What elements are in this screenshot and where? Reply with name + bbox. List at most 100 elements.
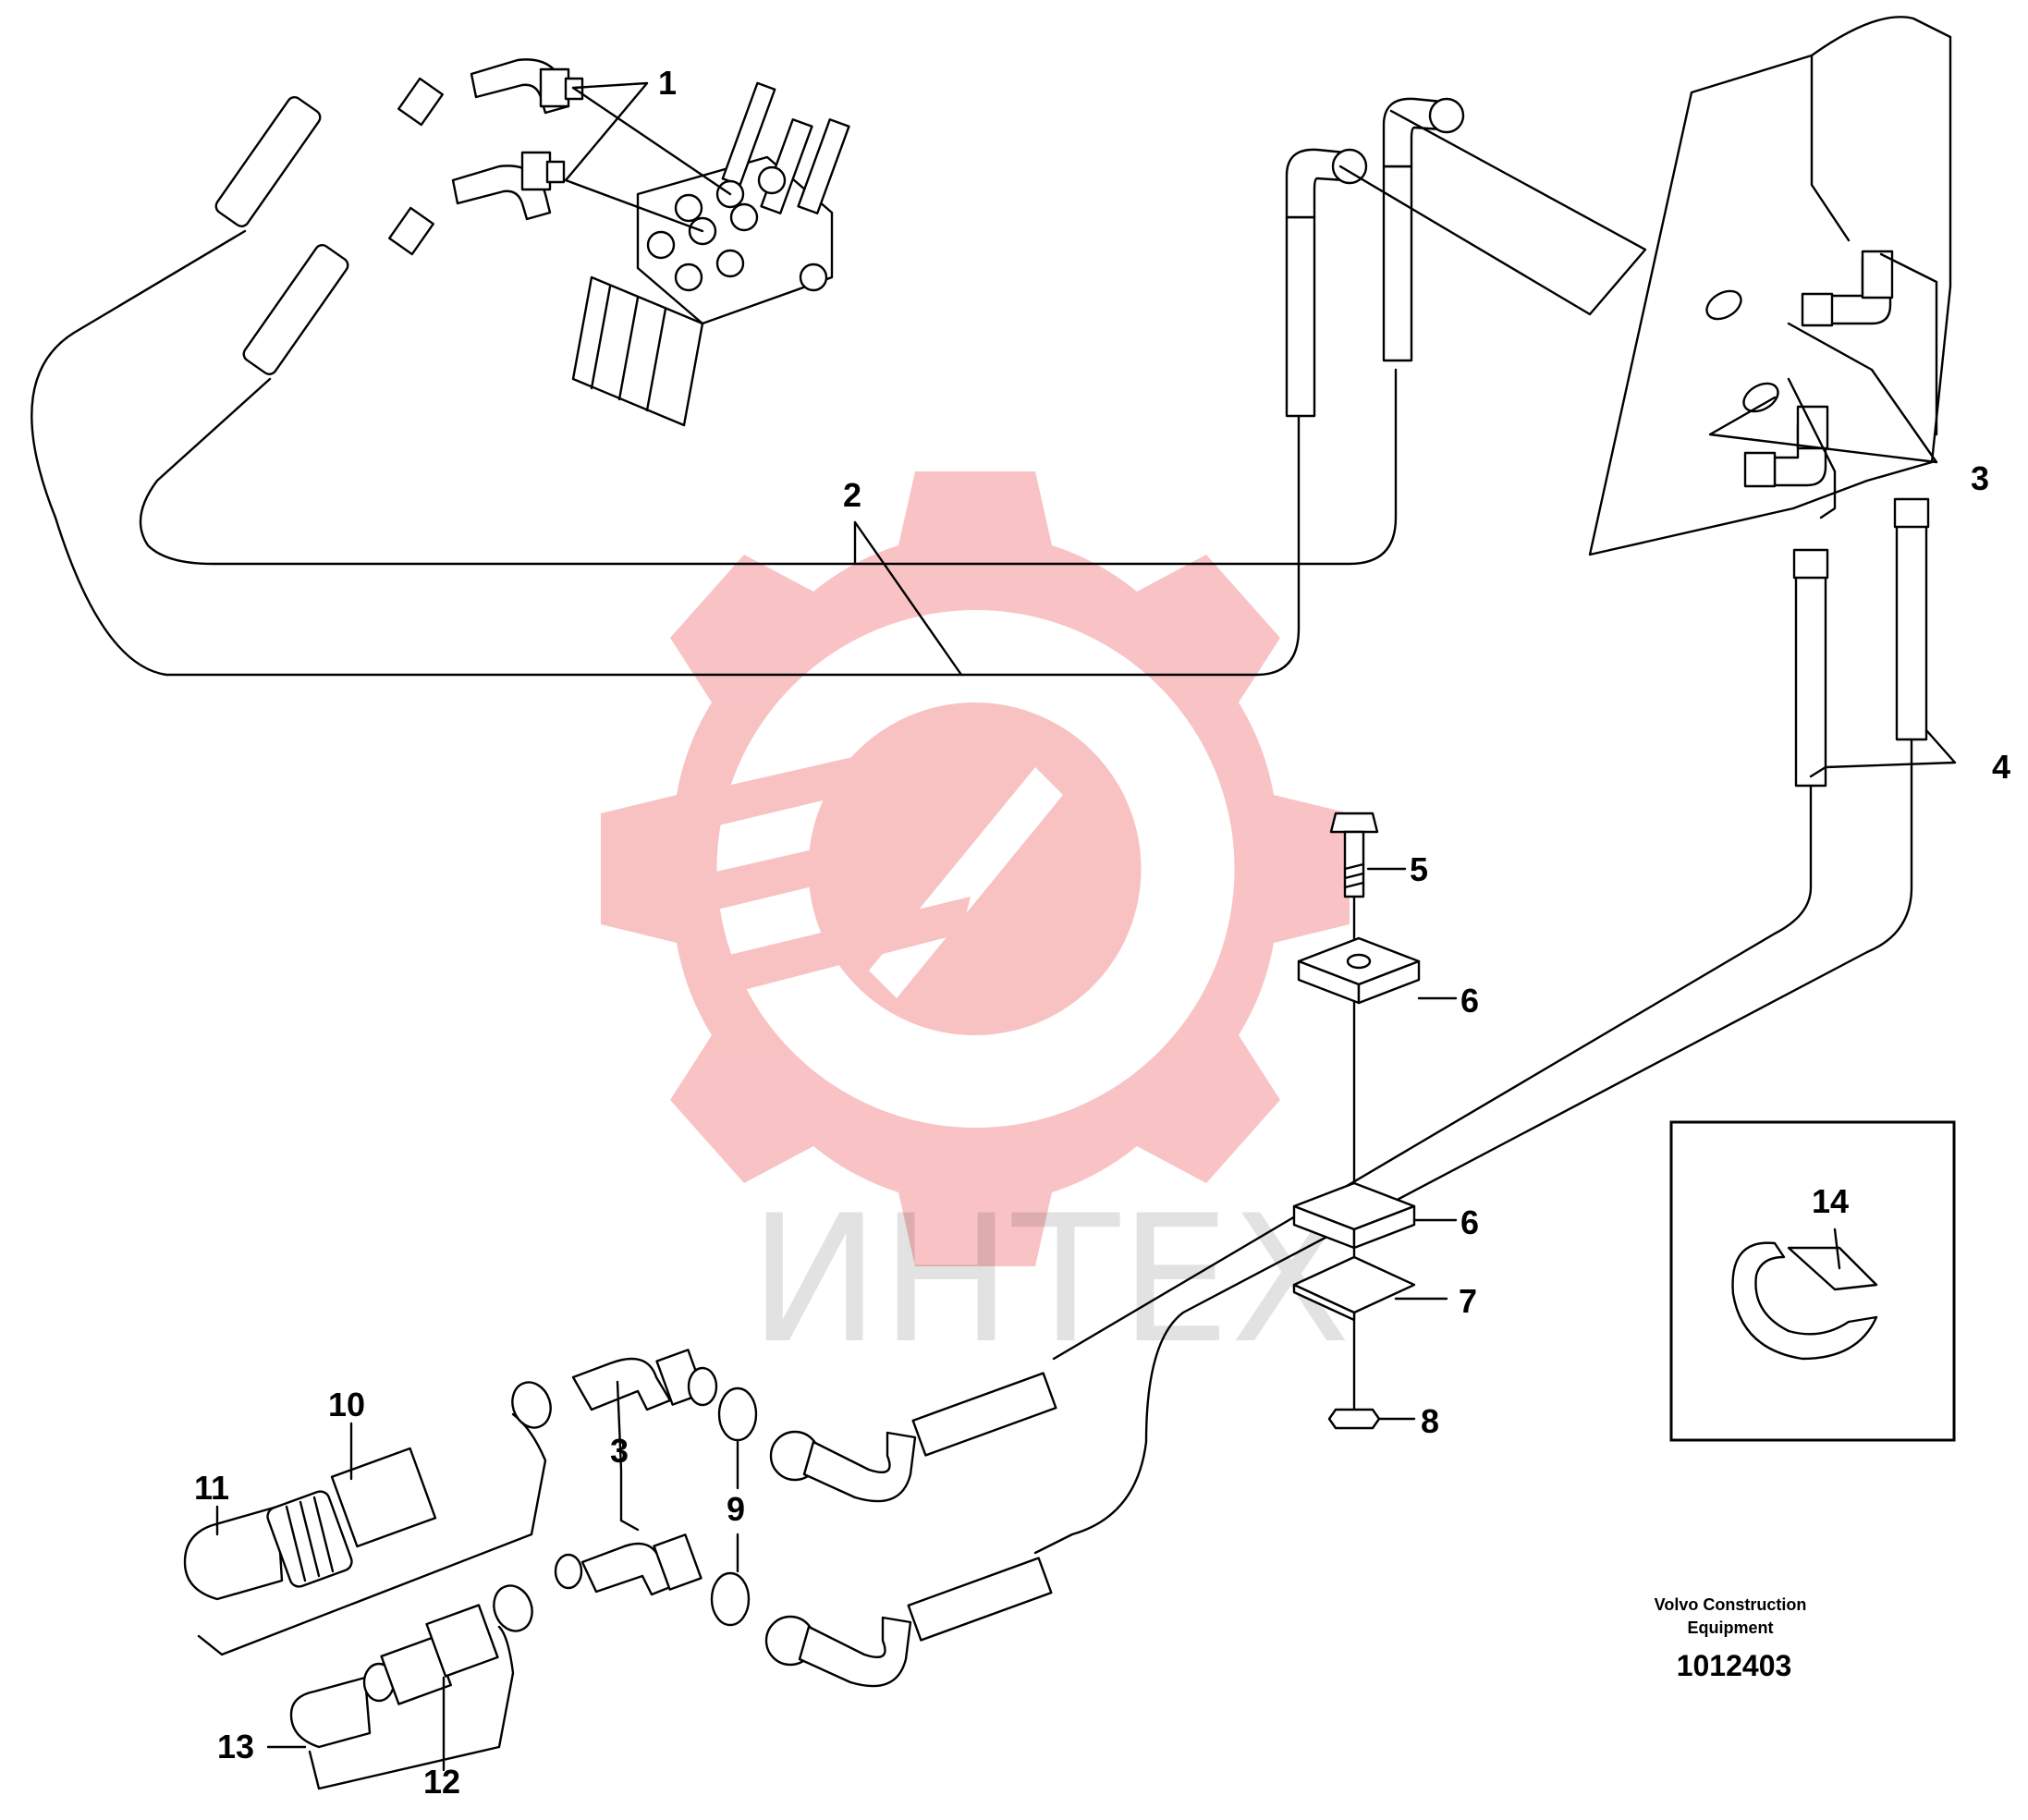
- bolt-thread: [1343, 872, 1365, 880]
- detail-box-clip: [1669, 1120, 1956, 1442]
- o-ring-seal: [511, 1381, 552, 1429]
- callout-11: 11: [194, 1469, 229, 1507]
- callout-5: 5: [1410, 850, 1428, 888]
- coupler-body: [330, 1447, 437, 1548]
- callout-8: 8: [1421, 1402, 1439, 1440]
- watermark-wrench: [869, 767, 1063, 998]
- spool-line: [617, 296, 640, 401]
- bolt-thread: [1343, 881, 1365, 889]
- elbow-adapter-body: [571, 1357, 672, 1411]
- coupler-knurl: [299, 1500, 321, 1578]
- hose-nut: [1331, 148, 1368, 185]
- speed-line: [605, 730, 971, 850]
- hose-nut: [1893, 497, 1930, 529]
- elbow-adapter-nut: [653, 1533, 702, 1591]
- leader-3-bottom: [616, 1380, 640, 1532]
- clamp-half-side-face: [1352, 1204, 1416, 1250]
- callout-6-upper: 6: [1460, 982, 1479, 1020]
- control-valve: [571, 81, 850, 427]
- hose-ferrule: [242, 244, 349, 375]
- elbow-fitting: [470, 58, 584, 115]
- watermark-gear-outline: [601, 471, 1350, 1266]
- clamp-assembly: [1292, 812, 1421, 1430]
- leader-3-frame: [1787, 252, 1938, 519]
- frame-hole: [1705, 289, 1742, 321]
- callout-13: 13: [217, 1728, 254, 1765]
- hose-ferrule: [1285, 215, 1316, 418]
- valve-lever: [797, 118, 850, 214]
- spool-line: [590, 285, 612, 390]
- publisher-caption: Volvo Construction Equipment 1012403: [1655, 1595, 1807, 1682]
- hose-swivel-end: [764, 1557, 1053, 1688]
- coupler-hex: [425, 1604, 499, 1678]
- elbow-adapter-nipple: [554, 1553, 583, 1590]
- callout-3-bottom: 3: [610, 1432, 629, 1470]
- sealing-washer: [710, 1571, 751, 1627]
- hose-ferrule: [1382, 165, 1413, 362]
- valve-port: [674, 263, 703, 292]
- hose-nut: [1792, 548, 1829, 580]
- hose-end: [1792, 548, 1829, 788]
- hose-line: [1033, 738, 1913, 1555]
- hose-ferrule: [911, 1372, 1057, 1457]
- valve-port: [729, 202, 759, 232]
- hex-nut-body: [1327, 1408, 1381, 1430]
- hose-end: [1382, 97, 1465, 362]
- hex-nut: [1327, 1408, 1381, 1430]
- callout-6-lower: 6: [1460, 1203, 1479, 1241]
- callout-1: 1: [658, 64, 677, 102]
- document-number: 1012403: [1677, 1649, 1792, 1682]
- hose-line: [139, 368, 1398, 566]
- callout-9: 9: [727, 1490, 745, 1528]
- elbow-fitting-nipple: [545, 160, 566, 184]
- callout-10: 10: [328, 1386, 365, 1423]
- bolt-thread: [1343, 862, 1365, 871]
- callouts: 1 2 3 4 5 6 6 7 8 9 3 10 11 12 13 14: [194, 64, 2010, 1801]
- callout-7: 7: [1459, 1282, 1477, 1320]
- valve-port: [674, 193, 703, 223]
- watermark-gear: [601, 471, 1350, 1266]
- elbow-adapter-port: [687, 1366, 718, 1407]
- bulkhead-elbow-fitting: [1801, 250, 1894, 327]
- elbow-fitting-nut: [539, 67, 570, 108]
- protective-cap: [289, 1676, 372, 1749]
- callout-4: 4: [1992, 748, 2010, 786]
- valve-port: [757, 165, 787, 195]
- lower-coupling-group: [289, 1533, 1053, 1790]
- sealing-washer: [717, 1386, 758, 1442]
- callout-3-frame: 3: [1971, 459, 1989, 497]
- elbow-fitting-nut: [520, 151, 552, 191]
- hose-line: [31, 229, 1301, 677]
- hose-ferrule: [1895, 516, 1928, 741]
- leader-4: [1809, 728, 1957, 778]
- hose-nut: [388, 206, 434, 256]
- frame-edge: [1810, 54, 1851, 242]
- hose-clip-latch: [1787, 1246, 1878, 1291]
- leader-2: [853, 520, 963, 677]
- o-ring-seal: [493, 1584, 533, 1632]
- hose-nut: [397, 77, 444, 127]
- protective-cap: [183, 1505, 284, 1601]
- callout-12: 12: [423, 1763, 460, 1801]
- detail-frame: [1669, 1120, 1956, 1442]
- coupler-knurl: [285, 1505, 307, 1582]
- leader-lines: [215, 81, 1957, 1772]
- valve-port: [799, 263, 828, 292]
- hose-clip-band: [1731, 1241, 1878, 1361]
- spool-line: [645, 307, 667, 412]
- watermark-speed-lines: [605, 730, 971, 998]
- speed-line: [702, 897, 971, 998]
- hose-nut: [1428, 97, 1465, 134]
- publisher-name-line2: Equipment: [1688, 1618, 1774, 1637]
- hose-line: [1052, 784, 1813, 1361]
- bulkhead-elbow-fitting: [1743, 405, 1829, 488]
- quick-coupler-male: [362, 1604, 499, 1705]
- callout-2: 2: [843, 476, 861, 514]
- frame-plate: [1588, 16, 1952, 556]
- bulkhead-elbow-thread: [1861, 250, 1894, 299]
- upper-coupling-group: [183, 1349, 1057, 1656]
- retaining-cord: [308, 1625, 515, 1790]
- hose-ferrule: [1794, 571, 1827, 788]
- frame-hole: [1742, 382, 1779, 413]
